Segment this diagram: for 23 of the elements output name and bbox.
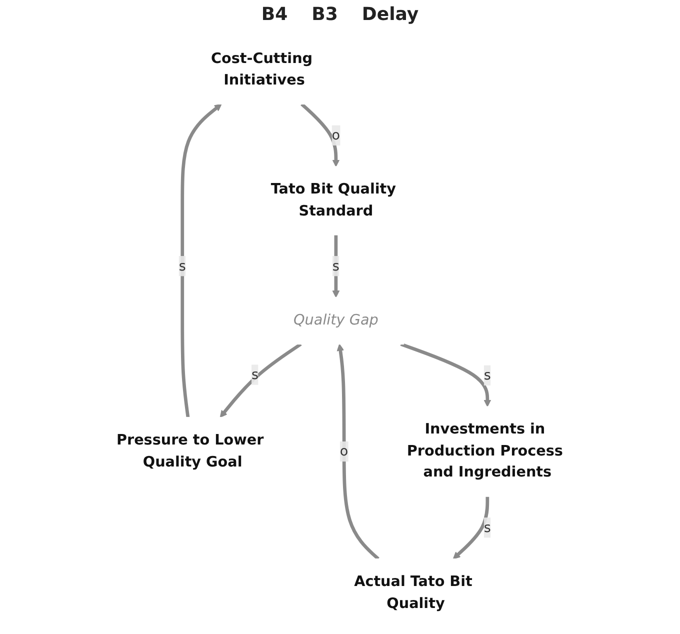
arrow [336,344,380,560]
loop-label: B3 [312,4,338,25]
edge-label: s [178,258,186,274]
edge-label: s [332,258,340,274]
edge-label: s [251,366,259,382]
node-text: Tato Bit Quality Standard [270,180,396,220]
arrow [332,234,340,298]
node-text: Cost-Cutting Initiatives [210,50,313,88]
arrow [400,342,492,407]
arrow [452,496,490,560]
edge-label: o [332,126,340,143]
arrow [220,342,302,418]
node-text: Quality Gap [294,312,378,329]
edge-label: s [484,519,491,536]
arrow [300,102,340,167]
loop-label: B4 [261,4,288,25]
edge-label: s [484,366,491,383]
loop-label: Delay [362,4,419,25]
arrow [180,104,222,418]
node-text: Actual Tato Bit Quality [354,573,472,612]
node-text: Pressure to Lower Quality Goal [116,432,264,470]
node-text: Investments in Production Process and Ingredients [406,420,563,481]
edge-label: o [340,443,348,460]
